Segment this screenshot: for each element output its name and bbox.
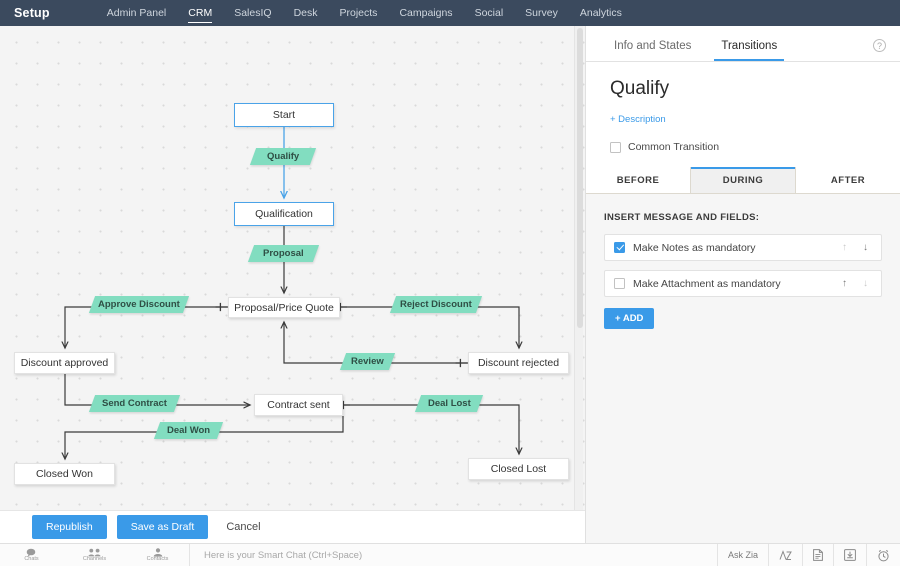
nav-item-desk[interactable]: Desk (293, 7, 318, 19)
nav-item-salesiq[interactable]: SalesIQ (234, 7, 272, 19)
nav-items: Admin Panel CRM SalesIQ Desk Projects Campaig… (96, 0, 633, 26)
scrollbar-thumb[interactable] (576, 28, 583, 328)
channels-icon (88, 548, 101, 557)
footer-right-actions: Ask Zia (716, 543, 900, 566)
flow-transition-label: Send Contract (102, 398, 167, 409)
flow-transition-label: Qualify (266, 151, 300, 162)
save-as-draft-button[interactable]: Save as Draft (116, 515, 209, 539)
cancel-button[interactable]: Cancel (218, 515, 268, 539)
flow-node-contract-sent[interactable]: Contract sent (254, 394, 343, 416)
flow-transition-send-contract[interactable]: Send Contract (88, 395, 181, 412)
footer-label-chats: Chats (24, 556, 39, 562)
footer-item-contacts[interactable]: Contacts (126, 544, 189, 566)
insert-message-section-label: INSERT MESSAGE AND FIELDS: (604, 212, 760, 223)
flow-node-start[interactable]: Start (234, 103, 334, 127)
common-transition-label: Common Transition (628, 141, 720, 153)
tab-transitions[interactable]: Transitions (714, 40, 785, 61)
flow-transition-label: Reject Discount (400, 299, 472, 310)
flow-transition-reject-discount[interactable]: Reject Discount (389, 296, 483, 313)
flow-node-discount-rejected[interactable]: Discount rejected (468, 352, 569, 374)
move-down-icon[interactable]: ↓ (863, 242, 868, 253)
field-checkbox[interactable] (614, 242, 625, 253)
footer-item-chats[interactable]: Chats (0, 544, 63, 566)
flow-node-discount-approved[interactable]: Discount approved (14, 352, 115, 374)
segment-tab-before[interactable]: BEFORE (586, 167, 691, 193)
nav-item-projects[interactable]: Projects (339, 7, 378, 19)
panel-body: INSERT MESSAGE AND FIELDS: Make Notes as… (586, 194, 900, 329)
help-icon[interactable]: ? (873, 39, 886, 52)
flow-transition-label: Proposal (263, 248, 304, 259)
top-navigation-bar: Setup Admin Panel CRM SalesIQ Desk Projects C… (0, 0, 900, 26)
add-field-button[interactable]: + ADD (604, 308, 655, 329)
nav-item-crm[interactable]: CRM (177, 0, 223, 26)
flow-node-closed-won[interactable]: Closed Won (14, 463, 115, 485)
tab-info-and-states[interactable]: Info and States (614, 40, 692, 52)
segment-tab-during[interactable]: DURING (691, 167, 796, 193)
zia-icon[interactable] (768, 543, 802, 566)
transition-details-panel: Info and States Transitions ? Qualify + D… (585, 26, 900, 543)
flow-transition-approve-discount[interactable]: Approve Discount (88, 296, 190, 313)
flow-node-proposal-quote[interactable]: Proposal/Price Quote (228, 297, 340, 318)
chat-icon (26, 548, 37, 557)
page-title: Qualify (610, 78, 670, 99)
panel-tabs-host: Info and States Transitions (610, 40, 803, 61)
flow-node-closed-lost[interactable]: Closed Lost (468, 458, 569, 480)
footer-bar: Chats Channels Contacts Here is your Sma… (0, 543, 900, 566)
field-checkbox[interactable] (614, 278, 625, 289)
editor-action-bar: Republish Save as Draft Cancel (0, 510, 585, 543)
setup-brand-label: Setup (14, 6, 50, 20)
common-transition-row[interactable]: Common Transition (610, 141, 876, 153)
contacts-icon (153, 548, 163, 557)
move-up-icon[interactable]: ↑ (842, 278, 847, 289)
move-up-icon[interactable]: ↑ (842, 242, 847, 253)
flow-transition-deal-lost[interactable]: Deal Lost (414, 395, 484, 412)
flow-node-qualification[interactable]: Qualification (234, 202, 334, 226)
download-icon[interactable] (833, 543, 866, 566)
flow-transition-label: Deal Won (166, 425, 211, 436)
field-label: Make Notes as mandatory (633, 241, 756, 254)
flow-transition-proposal[interactable]: Proposal (247, 245, 320, 262)
canvas-vertical-scrollbar[interactable] (574, 26, 583, 510)
flow-transition-label: Review (351, 356, 384, 367)
flow-transition-qualify[interactable]: Qualify (249, 148, 317, 165)
document-icon[interactable] (802, 543, 833, 566)
add-description-link[interactable]: + Description (610, 114, 666, 125)
ask-zia-button[interactable]: Ask Zia (716, 543, 768, 566)
footer-divider (189, 543, 190, 566)
flow-transition-label: Deal Lost (427, 398, 471, 409)
panel-tab-bar: Info and States Transitions ? (586, 26, 900, 62)
field-row[interactable]: Make Attachment as mandatory ↑ ↓ (604, 270, 882, 297)
nav-item-survey[interactable]: Survey (525, 7, 558, 19)
flow-edges (0, 127, 585, 510)
move-down-icon[interactable]: ↓ (863, 278, 868, 289)
panel-header: Qualify + Description Common Transition (586, 62, 900, 167)
nav-item-analytics[interactable]: Analytics (579, 7, 622, 19)
nav-item-admin-panel[interactable]: Admin Panel (106, 7, 167, 19)
field-row[interactable]: Make Notes as mandatory ↑ ↓ (604, 234, 882, 261)
segment-tab-after[interactable]: AFTER (796, 167, 900, 193)
flow-transition-review[interactable]: Review (339, 353, 396, 370)
footer-label-contacts: Contacts (146, 556, 169, 562)
nav-item-campaigns[interactable]: Campaigns (399, 7, 453, 19)
smart-chat-input[interactable]: Here is your Smart Chat (Ctrl+Space) (204, 549, 363, 561)
field-label: Make Attachment as mandatory (633, 277, 781, 290)
common-transition-checkbox[interactable] (610, 141, 621, 153)
fields-list: Make Notes as mandatory↑↓Make Attachment… (604, 234, 882, 297)
nav-item-social[interactable]: Social (474, 7, 504, 19)
flow-transition-deal-won[interactable]: Deal Won (153, 422, 224, 439)
footer-label-channels: Channels (82, 556, 107, 562)
footer-item-channels[interactable]: Channels (63, 544, 126, 566)
alarm-clock-icon[interactable] (866, 543, 900, 566)
republish-button[interactable]: Republish (32, 515, 107, 539)
flow-transition-label: Approve Discount (98, 299, 180, 310)
